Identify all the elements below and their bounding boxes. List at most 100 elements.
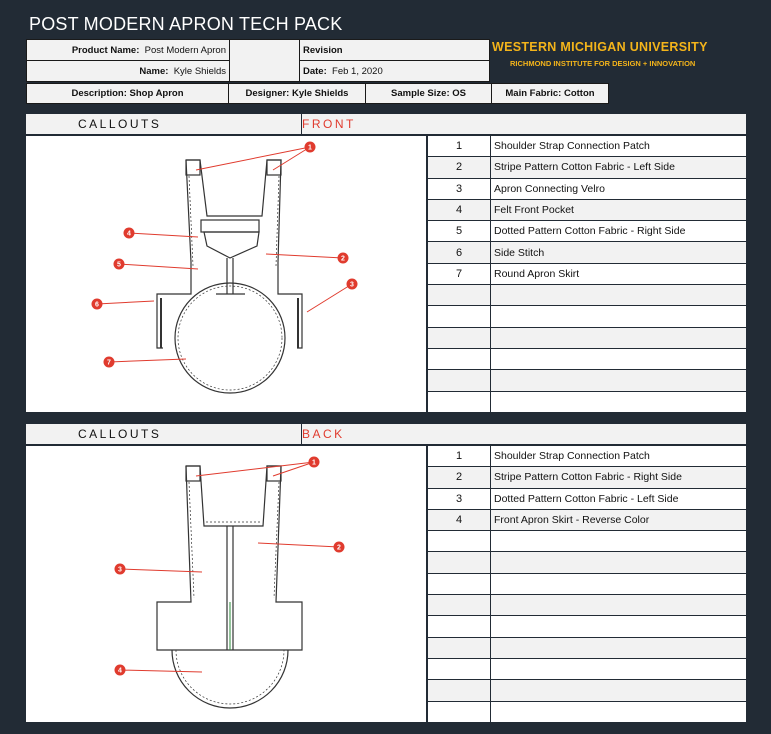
callout-row [428,285,746,307]
callout-description [491,306,746,326]
date-value: Feb 1, 2020 [332,65,383,77]
page-title: POST MODERN APRON TECH PACK [29,14,343,34]
callout-row [428,658,746,681]
callout-description: Side Stitch [494,246,545,259]
callout-row [428,370,746,392]
date-label: Date: [303,65,327,77]
back-drawing: 1 2 3 4 [26,446,426,722]
designer-text: Designer: Kyle Shields [245,88,349,99]
back-apron-sketch: 1 2 3 4 [114,456,345,709]
callout-description: Front Apron Skirt - Reverse Color [494,514,650,527]
product-name-cell: Product Name: Post Modern Apron [26,39,230,61]
callout-row [428,680,746,702]
callout-description [491,349,746,369]
callout-number: 3 [428,488,491,509]
callout-number [428,616,491,637]
callout-number [428,327,491,348]
callout-description [491,531,746,551]
callout-row [428,306,746,328]
callout-row [428,391,746,413]
back-view-label: BACK [302,427,345,441]
front-callouts-label: CALLOUTS [78,117,162,131]
product-name-label: Product Name: [71,44,140,56]
callout-number [428,285,491,306]
front-marker-6: 6 [95,302,99,309]
main-fabric-text: Main Fabric: Cotton [505,88,595,99]
callout-description [491,552,746,572]
sample-size-cell: Sample Size: OS [365,83,492,104]
callout-number [428,552,491,573]
university-name: WESTERN MICHIGAN UNIVERSITY [492,40,708,54]
blank-cell [229,39,300,82]
callout-description [491,638,746,658]
callout-number [428,573,491,595]
callout-description: Shoulder Strap Connection Patch [494,140,650,153]
callout-number [428,348,491,370]
sample-size-text: Sample Size: OS [391,88,466,99]
university-block: WESTERN MICHIGAN UNIVERSITY RICHMOND INS… [492,40,722,68]
front-marker-7: 7 [107,360,111,367]
callout-row [428,701,746,723]
name-cell: Name: Kyle Shields [26,60,230,82]
callout-description [491,702,746,722]
callout-number [428,391,491,412]
callout-description [491,328,746,348]
callout-number [428,701,491,722]
callout-number [428,680,491,701]
callout-number [428,531,491,552]
product-name-value: Post Modern Apron [144,44,226,56]
callout-number [428,595,491,616]
main-fabric-cell: Main Fabric: Cotton [491,83,609,104]
callout-number [428,658,491,680]
front-marker-4: 4 [127,231,131,238]
callout-description [491,392,746,412]
header-divider [301,114,302,134]
description-cell: Description: Shop Apron [26,83,229,104]
callout-row [428,348,746,371]
revision-cell: Revision [299,39,490,61]
callout-description [491,370,746,390]
callout-number: 2 [428,467,491,488]
callout-description: Stripe Pattern Cotton Fabric - Right Sid… [494,471,682,484]
designer-cell: Designer: Kyle Shields [228,83,366,104]
callout-number: 4 [428,509,491,531]
front-header: CALLOUTS FRONT [26,114,746,134]
front-view-label: FRONT [302,117,356,131]
callout-description [491,616,746,636]
callout-number: 1 [428,446,491,467]
callout-description [491,595,746,615]
callout-number [428,306,491,327]
back-marker-3: 3 [118,567,122,574]
back-marker-4: 4 [118,668,122,675]
callout-description [491,285,746,305]
institute-name: RICHMOND INSTITUTE FOR DESIGN + INNOVATI… [510,59,696,68]
front-marker-2: 2 [341,256,345,263]
back-callouts-label: CALLOUTS [78,427,162,441]
callout-row [428,552,746,574]
callout-number: 4 [428,199,491,221]
callout-description: Stripe Pattern Cotton Fabric - Left Side [494,161,675,174]
date-cell: Date: Feb 1, 2020 [299,60,490,82]
callout-number: 6 [428,242,491,263]
callout-number [428,370,491,391]
header-divider [301,424,302,444]
callout-description: Felt Front Pocket [494,204,574,217]
front-marker-1: 1 [308,145,312,152]
back-header: CALLOUTS BACK [26,424,746,444]
name-label: Name: [139,65,169,77]
front-marker-3: 3 [350,282,354,289]
front-drawing: 1 2 3 4 5 6 7 [26,136,426,412]
front-apron-sketch: 1 2 3 4 5 6 7 [91,141,358,394]
callout-number: 5 [428,221,491,242]
callout-row [428,595,746,617]
callout-number: 3 [428,178,491,199]
callout-row [428,616,746,638]
